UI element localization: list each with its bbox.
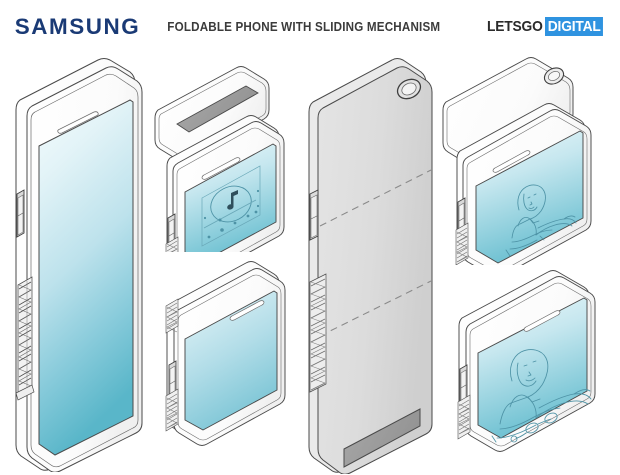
samsung-logo: SAMSUNG: [14, 14, 141, 39]
watermark-letsgo: LETSGO: [487, 18, 543, 35]
figure-rear-view: [296, 46, 444, 474]
music-phone-bezel: [176, 127, 281, 252]
folded-display: [184, 290, 278, 431]
main-display: [38, 99, 134, 456]
earpiece-speaker-icon: [523, 310, 561, 332]
selfie-person-outline: [505, 184, 577, 257]
playback-controls: [207, 210, 258, 239]
figure-selfie-upper: [440, 50, 618, 265]
hinge-teeth-bottom: [457, 394, 471, 440]
fold-line-upper: [319, 169, 432, 227]
album-art-frame: [201, 165, 261, 247]
bottom-gray-panel: [343, 408, 421, 468]
slider-slab-inner: [158, 71, 267, 158]
earpiece-speaker-icon: [229, 300, 265, 321]
fold-line-lower: [319, 280, 432, 337]
slider-gray-panel: [176, 85, 259, 133]
figure-selfie-lower: [448, 256, 618, 474]
progress-knob: [218, 218, 222, 222]
hinge-teeth: [165, 236, 179, 252]
music-player-ui: [201, 165, 261, 247]
page-header: SAMSUNG FOLDABLE PHONE WITH SLIDING MECH…: [0, 0, 620, 48]
hinge-teeth-bottom: [165, 388, 179, 432]
figure-unfolded-phone-front: [2, 48, 154, 472]
letsgo-digital-watermark: LETSGO DIGITAL: [482, 17, 608, 36]
figure-folded-compact: [160, 244, 296, 472]
music-display: [184, 143, 277, 252]
hinge-teeth-top: [165, 298, 179, 334]
hinge-teeth: [455, 222, 469, 265]
sliding-hinge-spring: [17, 276, 33, 398]
selfie-person-outline: [491, 349, 592, 443]
rear-camera-ring: [543, 67, 565, 85]
rear-back-panel: [317, 66, 433, 474]
earpiece-speaker-icon: [201, 157, 241, 180]
earpiece-speaker-icon: [57, 111, 99, 134]
rear-camera-ring: [396, 78, 422, 100]
selfie2-display: [477, 297, 588, 439]
figure-music-player: [152, 52, 292, 252]
progress-track: [203, 199, 257, 229]
music-note-icon: [227, 190, 238, 210]
page-title: FOLDABLE PHONE WITH SLIDING MECHANISM: [167, 20, 441, 34]
earpiece-speaker-icon: [492, 150, 531, 173]
sliding-hinge-spring: [309, 273, 327, 393]
side-button[interactable]: [16, 189, 25, 238]
figure-canvas: [0, 44, 620, 475]
side-button[interactable]: [309, 189, 319, 241]
phone-bezel-line: [30, 73, 139, 468]
hinge-tail: [15, 384, 35, 401]
ui-markers: [203, 189, 260, 220]
watermark-digital: DIGITAL: [544, 17, 603, 36]
album-circle: [210, 185, 252, 223]
